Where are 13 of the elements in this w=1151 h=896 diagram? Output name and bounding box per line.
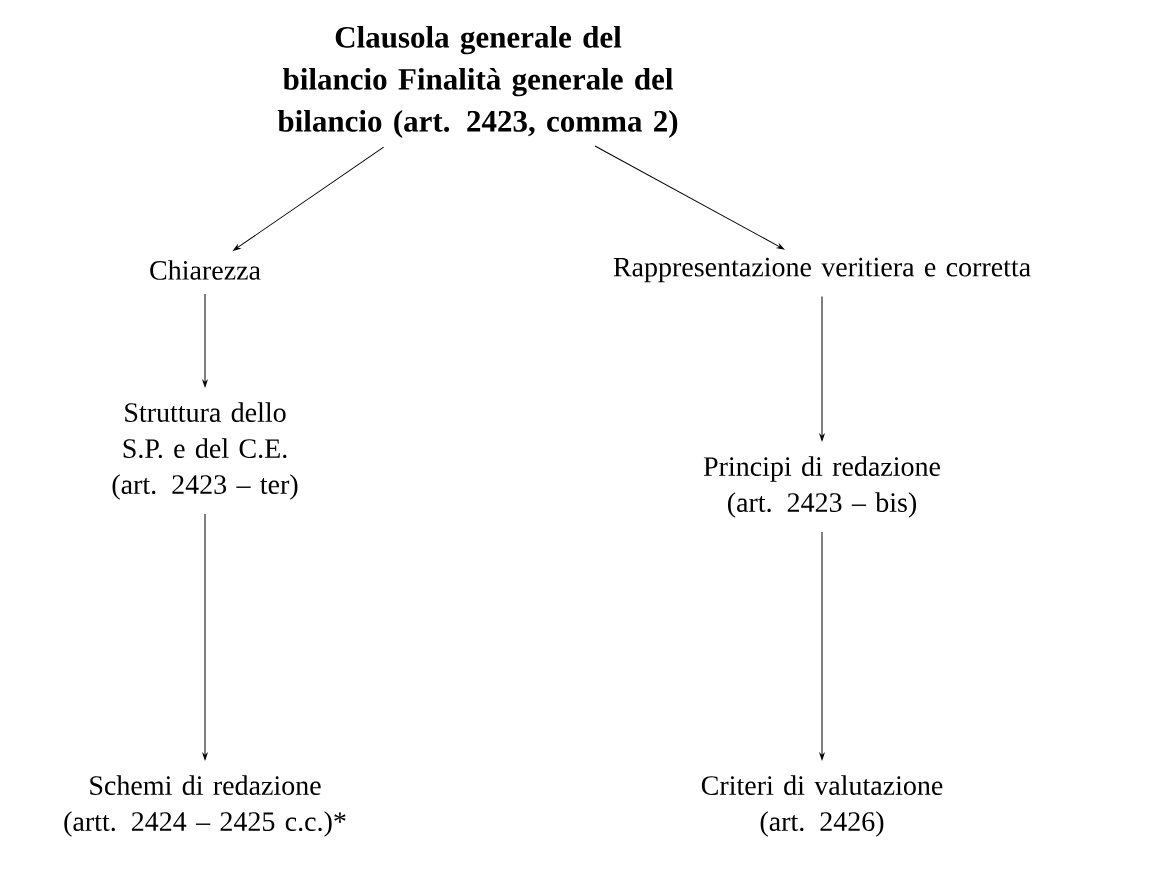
label-text: Criteri di valutazione (art. 2426) [701, 775, 943, 837]
label-text: Principi di redazione (art. 2423 – bis) [703, 456, 940, 518]
arrow [819, 295, 825, 441]
arrow [202, 293, 208, 387]
arrow [819, 531, 825, 760]
arrow [233, 146, 385, 251]
arrow [594, 145, 785, 250]
heading: Clausola generale del bilancio Finalità generale del bilancio (art. 2423, comma 2) [277, 25, 678, 139]
label-text: Chiarezza [150, 260, 261, 280]
label-text: Rappresentazione veritiera e corretta [613, 257, 1031, 283]
label-text: Schemi di redazione (artt. 2424 – 2425 c.c.)* [64, 775, 346, 837]
label-text: Struttura dello S.P. e del C.E. (art. 2423 – ter) [112, 402, 298, 500]
arrow [202, 513, 208, 760]
